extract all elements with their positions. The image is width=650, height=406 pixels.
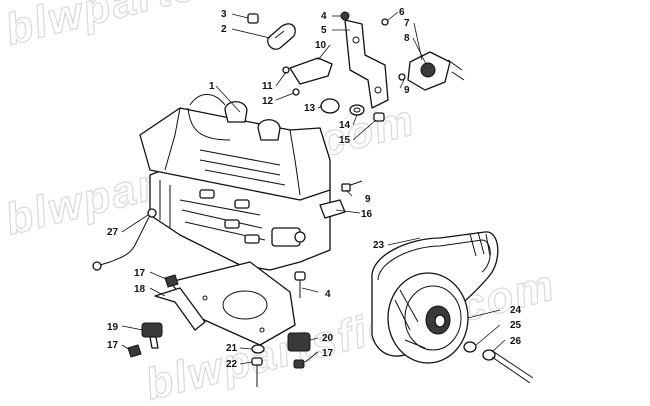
callout-18: 18 [134, 284, 146, 295]
lift-handle-part [247, 13, 296, 50]
mount-bracket-part [340, 11, 389, 109]
callout-2: 2 [221, 24, 227, 35]
callout-4-bottom: 4 [325, 289, 331, 300]
callout-22: 22 [226, 359, 238, 370]
callout-3: 3 [221, 9, 227, 20]
callout-10: 10 [315, 40, 327, 51]
callout-26: 26 [510, 336, 522, 347]
mount-bolt-part [294, 271, 306, 298]
grommet-part [320, 98, 340, 114]
callout-5: 5 [321, 25, 327, 36]
callout-17-mid: 17 [107, 340, 119, 351]
drive-belt-and-clutch [371, 231, 499, 364]
callout-17-top: 17 [134, 268, 146, 279]
callout-14: 14 [339, 120, 351, 131]
washer-bolt-bottom-part [251, 344, 265, 387]
callout-13: 13 [304, 103, 316, 114]
callout-11: 11 [262, 81, 273, 92]
ground-wire-part [92, 208, 157, 271]
throttle-mount-part [398, 51, 465, 91]
callout-20: 20 [322, 333, 334, 344]
callout-17-bottom: 17 [322, 348, 334, 359]
callout-23: 23 [373, 240, 385, 251]
callout-labels: 3 2 4 5 6 7 8 10 9 11 12 13 14 15 1 9 16… [107, 7, 522, 370]
engine-base-plate [154, 261, 296, 346]
leader-lines [121, 11, 506, 365]
callout-7: 7 [404, 18, 410, 29]
callout-21: 21 [226, 343, 238, 354]
engine-mount-part [287, 332, 311, 352]
callout-25: 25 [510, 320, 522, 331]
callout-12: 12 [262, 96, 274, 107]
callout-15: 15 [339, 135, 351, 146]
rubber-mount-parts [127, 274, 179, 358]
clutch-bolt-part [463, 341, 534, 384]
callout-27: 27 [107, 227, 119, 238]
callout-16: 16 [361, 209, 373, 220]
washer-bolt-part [349, 104, 385, 122]
callout-6: 6 [399, 7, 405, 18]
engine-assembly [139, 94, 331, 271]
callout-24: 24 [510, 305, 522, 316]
callout-9-top: 9 [404, 85, 410, 96]
callout-4: 4 [321, 11, 327, 22]
callout-19: 19 [107, 322, 119, 333]
clamp-part [319, 180, 363, 219]
mount-nut-part [293, 359, 305, 369]
callout-9-mid: 9 [365, 194, 371, 205]
callout-1: 1 [209, 81, 215, 92]
callout-8: 8 [404, 33, 410, 44]
cable-clip-part [282, 57, 333, 96]
